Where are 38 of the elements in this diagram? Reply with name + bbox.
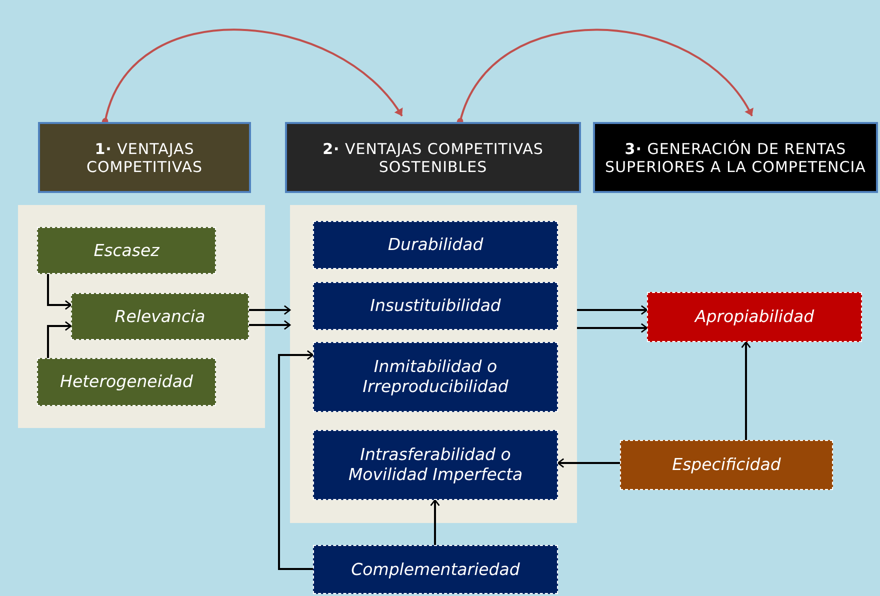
arrow [47,321,72,358]
factor-box [313,342,558,412]
factor-box [37,358,216,406]
factor-box [647,292,862,342]
factor-label: Intrasferabilidad o Movilidad Imperfecta [347,445,524,485]
arrow [249,305,291,315]
factor-box [620,440,833,490]
factor-box [313,282,558,330]
arrow [741,341,751,440]
factor-box [313,221,558,269]
header-text: 1· VENTAJAS COMPETITIVAS [85,140,204,176]
factor-label: Especificidad [672,455,781,475]
factor-box [313,430,558,500]
factor-box [313,545,558,594]
factor-label: Inmitabilidad o Irreproducibilidad [362,357,510,397]
stage-header [285,122,581,193]
factor-label: Durabilidad [388,235,484,255]
arrow [278,350,314,570]
arrow [577,323,648,333]
factor-box [71,293,249,340]
header-text: 2· VENTAJAS COMPETITIVAS SOSTENIBLES [322,140,544,176]
factor-label: Escasez [94,240,160,260]
stage-header [38,122,251,193]
factor-label: Complementariedad [351,560,520,580]
factor-box [37,227,216,274]
arrow [577,305,648,315]
panel [290,205,577,523]
factor-label: Heterogeneidad [60,372,193,392]
panel [18,205,265,428]
arrow [557,458,620,468]
factor-label: Relevancia [114,306,206,326]
arrow [249,320,291,330]
header-text: 3· GENERACIÓN DE RENTAS SUPERIORES A LA COMPETENCIA [604,140,867,176]
stage-header [593,122,878,193]
arrow [47,274,72,310]
arrow [430,499,440,545]
factor-label: Apropiabilidad [694,307,814,327]
factor-label: Insustituibilidad [370,296,501,316]
